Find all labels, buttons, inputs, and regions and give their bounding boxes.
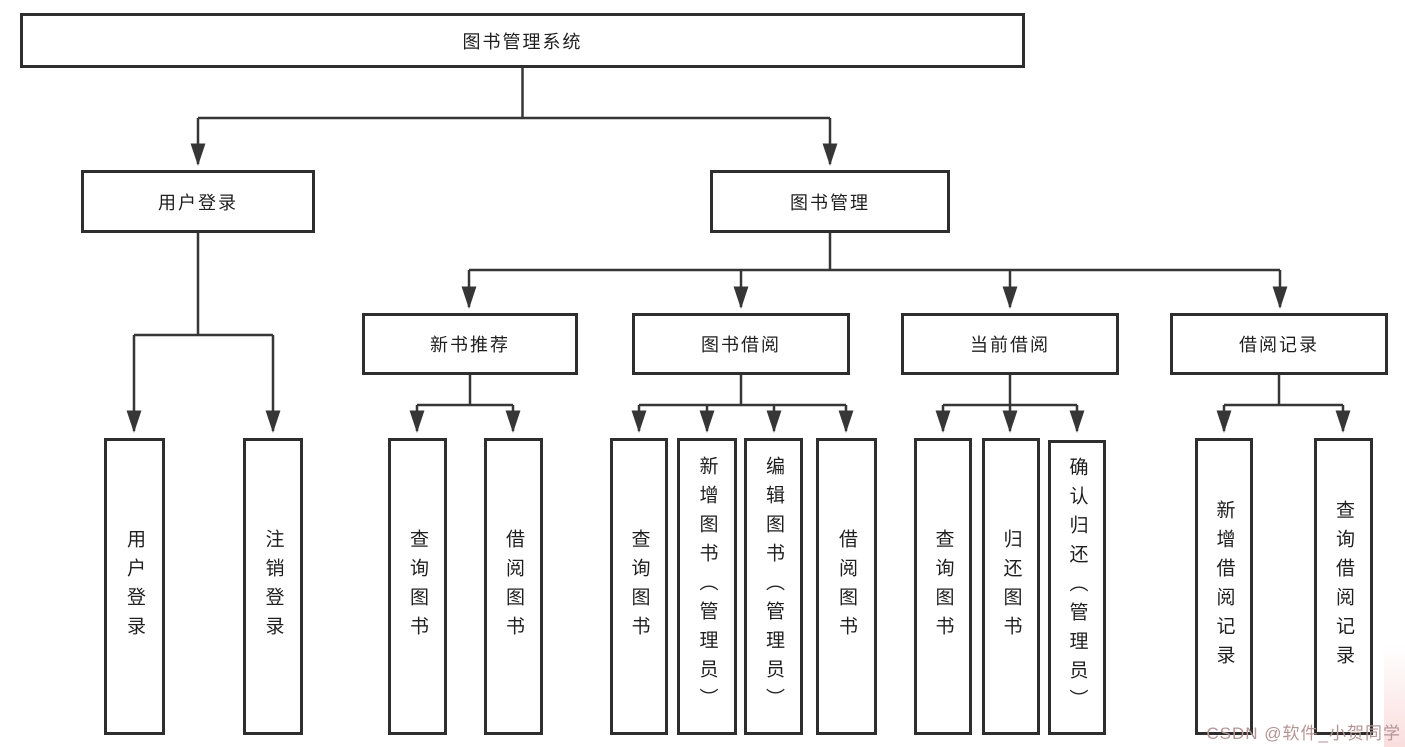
watermark: CSDN @软件_小贺同学 <box>1206 724 1401 743</box>
node-borrow-records: 借阅记录 <box>1170 313 1388 375</box>
leaf-bb-borrow-books-label: 借阅图书 <box>836 528 857 645</box>
leaf-cb-return-books-label: 归还图书 <box>1000 528 1022 645</box>
leaf-cb-query-books: 查询图书 <box>914 438 972 735</box>
leaf-br-query-record-label: 查询借阅记录 <box>1333 499 1354 674</box>
leaf-cb-return-books: 归还图书 <box>982 438 1040 735</box>
node-current-borrow-label: 当前借阅 <box>970 335 1050 355</box>
node-borrow-records-label: 借阅记录 <box>1239 335 1319 355</box>
leaf-nb-query-books-label: 查询图书 <box>407 528 428 645</box>
leaf-cb-confirm-return-admin: 确认归还（管理员） <box>1048 440 1106 735</box>
leaf-cb-query-books-label: 查询图书 <box>932 528 954 645</box>
leaf-bb-add-books-admin-label: 新增图书（管理员） <box>696 456 718 717</box>
node-book-management: 图书管理 <box>710 170 950 233</box>
leaf-bb-edit-books-admin-label: 编辑图书（管理员） <box>763 456 784 717</box>
leaf-bb-query-books-label: 查询图书 <box>628 528 650 645</box>
node-new-book-recommend: 新书推荐 <box>362 313 578 375</box>
node-current-borrow: 当前借阅 <box>901 313 1119 375</box>
node-root: 图书管理系统 <box>20 13 1025 68</box>
leaf-bb-query-books: 查询图书 <box>610 438 668 735</box>
leaf-logout-label: 注销登录 <box>262 528 284 645</box>
leaf-br-query-record: 查询借阅记录 <box>1314 438 1373 735</box>
leaf-bb-edit-books-admin: 编辑图书（管理员） <box>744 438 803 735</box>
leaf-user-login-label: 用户登录 <box>124 528 145 645</box>
node-user-login: 用户登录 <box>81 170 315 233</box>
leaf-user-login: 用户登录 <box>104 438 165 735</box>
node-user-login-label: 用户登录 <box>158 192 238 213</box>
node-book-management-label: 图书管理 <box>790 192 870 213</box>
leaf-cb-confirm-return-admin-label: 确认归还（管理员） <box>1066 457 1088 718</box>
leaf-nb-borrow-books: 借阅图书 <box>484 438 543 735</box>
node-new-book-recommend-label: 新书推荐 <box>430 335 510 355</box>
leaf-logout: 注销登录 <box>243 438 303 735</box>
leaf-bb-borrow-books: 借阅图书 <box>816 438 877 735</box>
leaf-nb-borrow-books-label: 借阅图书 <box>503 528 524 645</box>
leaf-nb-query-books: 查询图书 <box>388 438 447 735</box>
leaf-bb-add-books-admin: 新增图书（管理员） <box>677 438 737 735</box>
leaf-br-add-record-label: 新增借阅记录 <box>1213 499 1235 674</box>
leaf-br-add-record: 新增借阅记录 <box>1195 438 1253 735</box>
node-book-borrow: 图书借阅 <box>632 313 850 375</box>
node-book-borrow-label: 图书借阅 <box>701 335 781 355</box>
node-root-label: 图书管理系统 <box>462 31 583 52</box>
watermark-tint <box>1384 645 1405 747</box>
